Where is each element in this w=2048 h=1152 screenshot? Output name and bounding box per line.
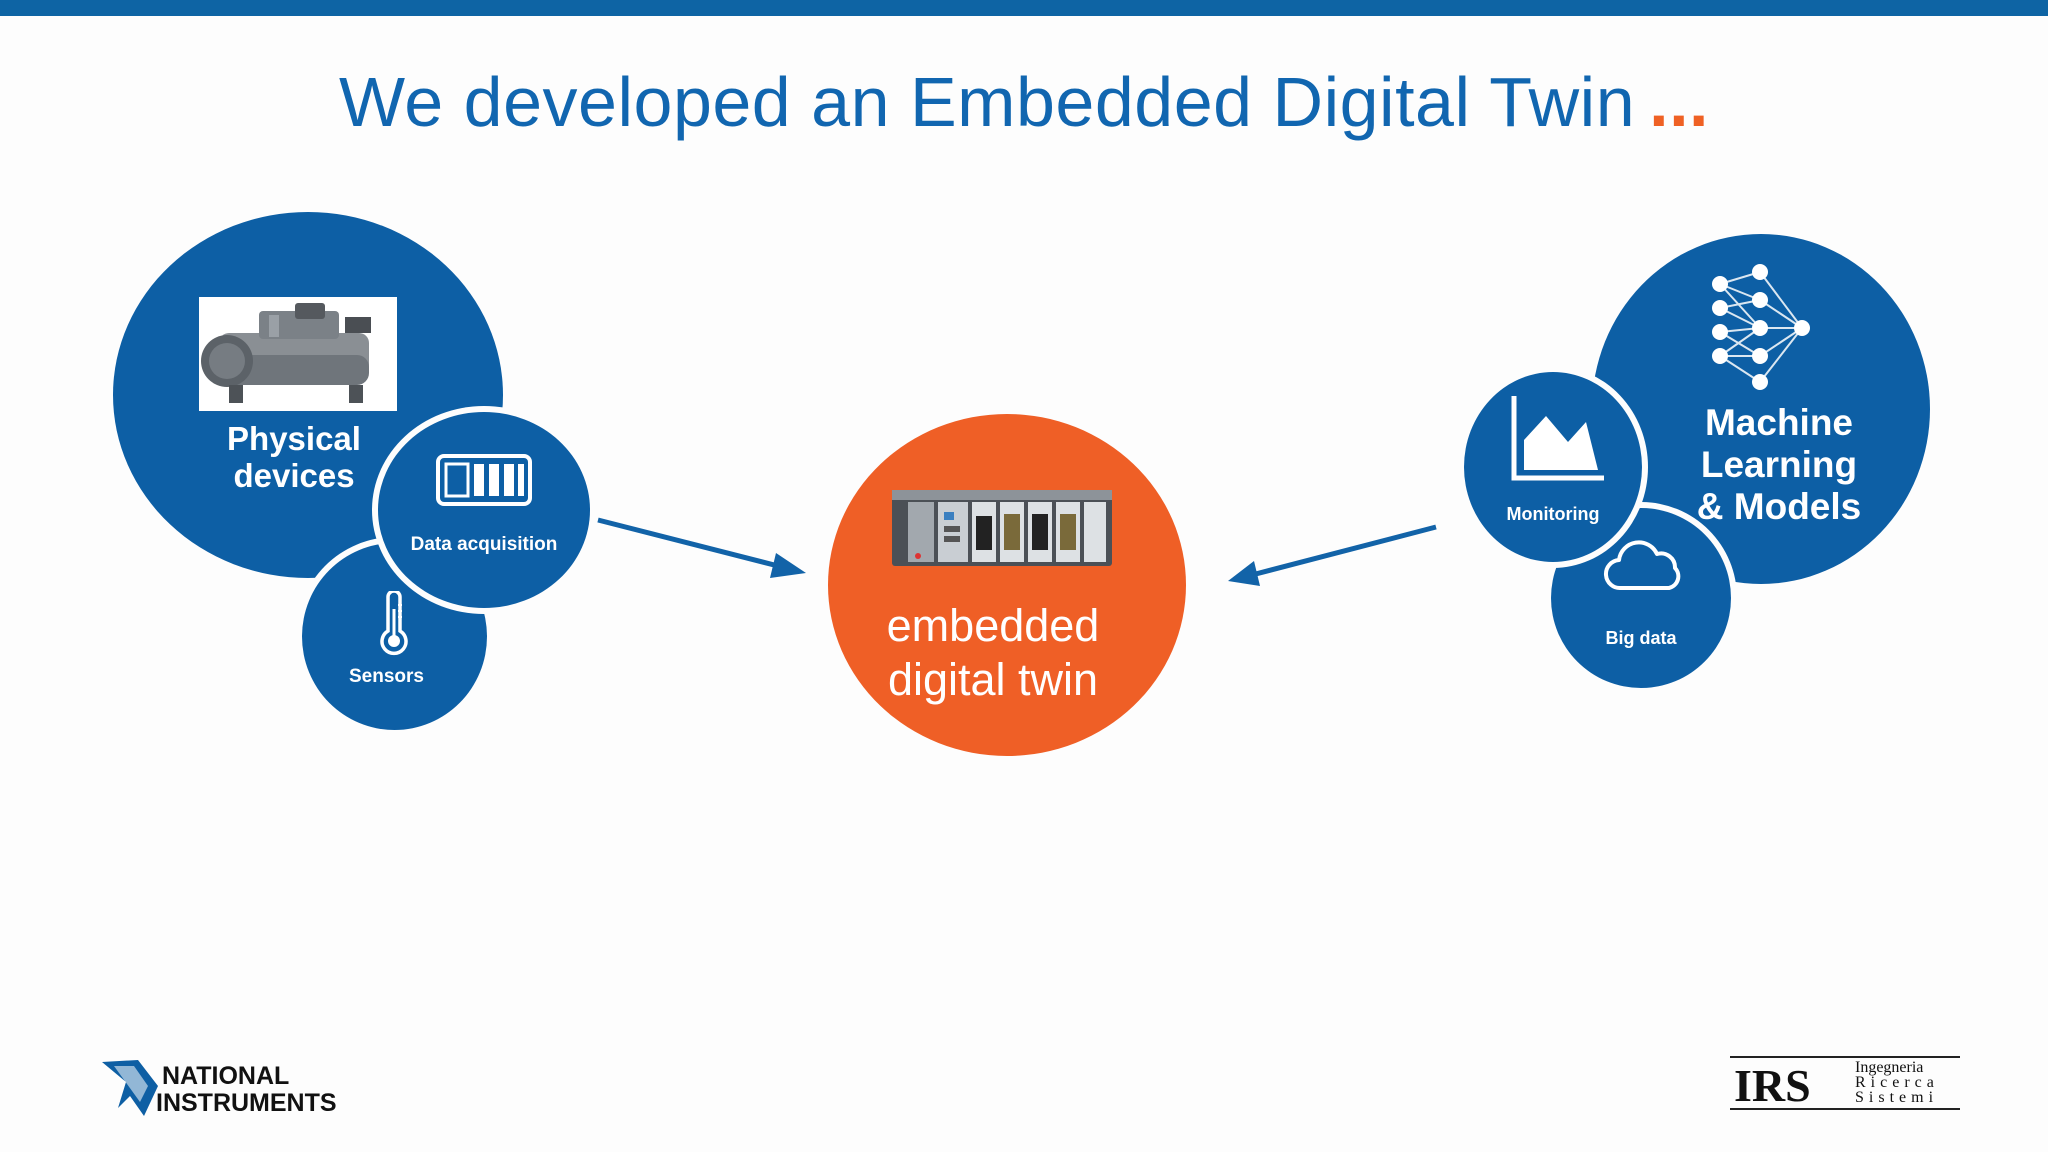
- irs-logo-line1: Ingegneria: [1855, 1059, 1923, 1076]
- slide-title: We developed an Embedded Digital Twin...: [0, 62, 2048, 142]
- irs-logo-mark: IRS: [1734, 1060, 1811, 1111]
- title-ellipsis: ...: [1649, 63, 1710, 141]
- thermometer-icon: [376, 589, 412, 662]
- digital-twin-label: digital twin: [887, 654, 1099, 705]
- data-acquisition-chassis-icon: [434, 452, 534, 513]
- data-acquisition-label: Data acquisition: [410, 534, 558, 555]
- arrow-left-to-center: [597, 517, 806, 578]
- area-chart-icon: [1510, 394, 1606, 489]
- monitoring-circle: Monitoring: [1464, 372, 1642, 562]
- ni-logo-line1: NATIONAL: [162, 1062, 289, 1090]
- data-acquisition-circle: Data acquisition: [378, 412, 590, 608]
- physical-devices-circle: Physical devices: [113, 212, 503, 578]
- monitoring-label: Monitoring: [1506, 504, 1600, 524]
- machine-learning-line3: & Models: [1696, 486, 1862, 527]
- sensors-label: Sensors: [349, 666, 424, 687]
- embedded-digital-twin-circle: embedded digital twin: [828, 414, 1186, 756]
- chiller-machine-image: [199, 297, 397, 411]
- machine-learning-line2: Learning: [1700, 444, 1858, 485]
- big-data-label: Big data: [1605, 628, 1677, 648]
- irs-logo-line2: Ricerca: [1855, 1074, 1939, 1091]
- embedded-label: embedded: [886, 600, 1100, 651]
- title-text: We developed an Embedded Digital Twin: [338, 63, 1636, 141]
- cloud-icon: [1603, 538, 1683, 599]
- physical-devices-label: Physical devices: [227, 420, 361, 494]
- irs-logo-line3: Sistemi: [1855, 1089, 1938, 1106]
- top-bar: [0, 0, 2048, 16]
- compactrio-controller-image: [888, 486, 1120, 583]
- national-instruments-logo: NATIONAL INSTRUMENTS: [100, 1056, 350, 1125]
- machine-learning-line1: Machine: [1704, 402, 1854, 443]
- big-data-circle: Big data: [1551, 508, 1731, 688]
- neural-network-icon: [1712, 264, 1812, 395]
- irs-logo: IRS Ingegneria Ricerca Sistemi: [1728, 1054, 1962, 1112]
- ni-logo-line2: INSTRUMENTS: [156, 1089, 337, 1117]
- arrow-right-to-center: [1228, 524, 1437, 586]
